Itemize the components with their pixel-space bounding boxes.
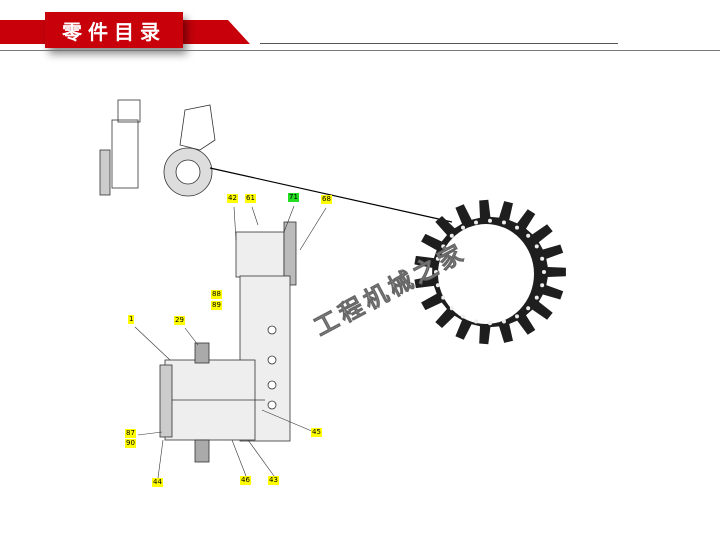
drive-assembly: [159, 221, 297, 463]
bolt-hole: [515, 314, 519, 319]
callout-88: 88: [211, 290, 222, 299]
callout-45: 45: [311, 428, 322, 437]
header-divider: [260, 43, 618, 44]
sprocket-illustration: [414, 199, 566, 345]
bolt-hole: [515, 225, 519, 230]
bolt-hole: [435, 256, 440, 261]
bolt-hole: [461, 225, 465, 230]
callout-90: 90: [125, 439, 136, 448]
bolt-hole: [441, 295, 446, 300]
overview-sketch: [99, 99, 216, 197]
bolt-hole: [474, 220, 479, 225]
bolt-hole: [526, 306, 531, 311]
callout-leaders: [134, 205, 327, 479]
callout-44: 44: [152, 478, 163, 487]
bolt-hole: [501, 220, 506, 225]
bolt-hole: [449, 233, 454, 238]
bolt-hole: [488, 321, 492, 326]
bolt-hole: [534, 244, 539, 249]
bolt-hole: [441, 244, 446, 249]
callout-43: 43: [268, 476, 279, 485]
bolt-hole: [434, 270, 438, 274]
callout-29: 29: [174, 316, 185, 325]
callout-89: 89: [211, 301, 222, 310]
bolt-hole: [540, 283, 545, 288]
bolt-hole: [534, 295, 539, 300]
callout-68: 68: [321, 195, 332, 204]
callout-61: 61: [245, 194, 256, 203]
bolt-hole: [488, 218, 492, 223]
page-title: 零件目录: [45, 12, 183, 48]
bolt-hole: [435, 283, 440, 288]
header-divider-full: [0, 50, 720, 51]
callout-87: 87: [125, 429, 136, 438]
bolt-hole: [461, 314, 465, 319]
bolt-hole: [540, 256, 545, 261]
callout-42: 42: [227, 194, 238, 203]
sprocket-bore: [438, 224, 534, 324]
callout-46: 46: [240, 476, 251, 485]
callout-1: 1: [128, 315, 135, 324]
callout-71: 71: [288, 193, 299, 202]
bolt-hole: [474, 319, 479, 324]
bolt-hole: [449, 306, 454, 311]
bolt-hole: [526, 233, 531, 238]
bolt-hole: [542, 270, 546, 274]
bolt-hole: [501, 319, 506, 324]
